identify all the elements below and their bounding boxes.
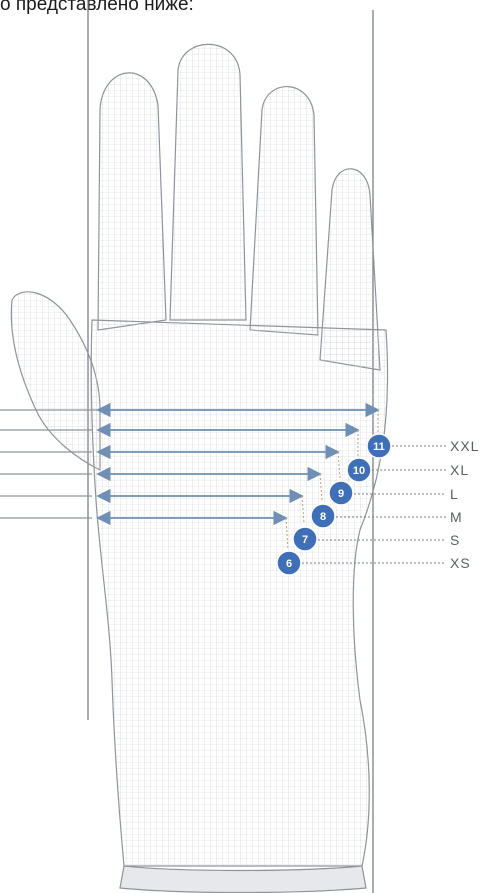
badge-number: 10 <box>353 465 365 477</box>
size-badge-s: 7 <box>293 527 317 551</box>
size-label-xl: XL <box>450 462 469 478</box>
badge-number: 8 <box>320 511 326 523</box>
size-label-s: S <box>450 532 460 548</box>
badge-number: 7 <box>302 534 308 546</box>
badge-number: 6 <box>286 558 292 570</box>
size-badge-xxl: 11 <box>367 434 391 458</box>
size-badge-l: 9 <box>329 481 353 505</box>
size-label-xs: XS <box>450 555 471 571</box>
badge-number: 9 <box>338 488 344 500</box>
size-badge-xl: 10 <box>347 458 371 482</box>
badge-number: 11 <box>373 441 385 453</box>
size-label-xxl: XXL <box>450 438 479 454</box>
size-label-l: L <box>450 486 459 502</box>
glove-shape <box>11 44 387 892</box>
size-label-m: M <box>450 509 463 525</box>
size-badge-m: 8 <box>311 504 335 528</box>
size-badge-xs: 6 <box>277 551 301 575</box>
